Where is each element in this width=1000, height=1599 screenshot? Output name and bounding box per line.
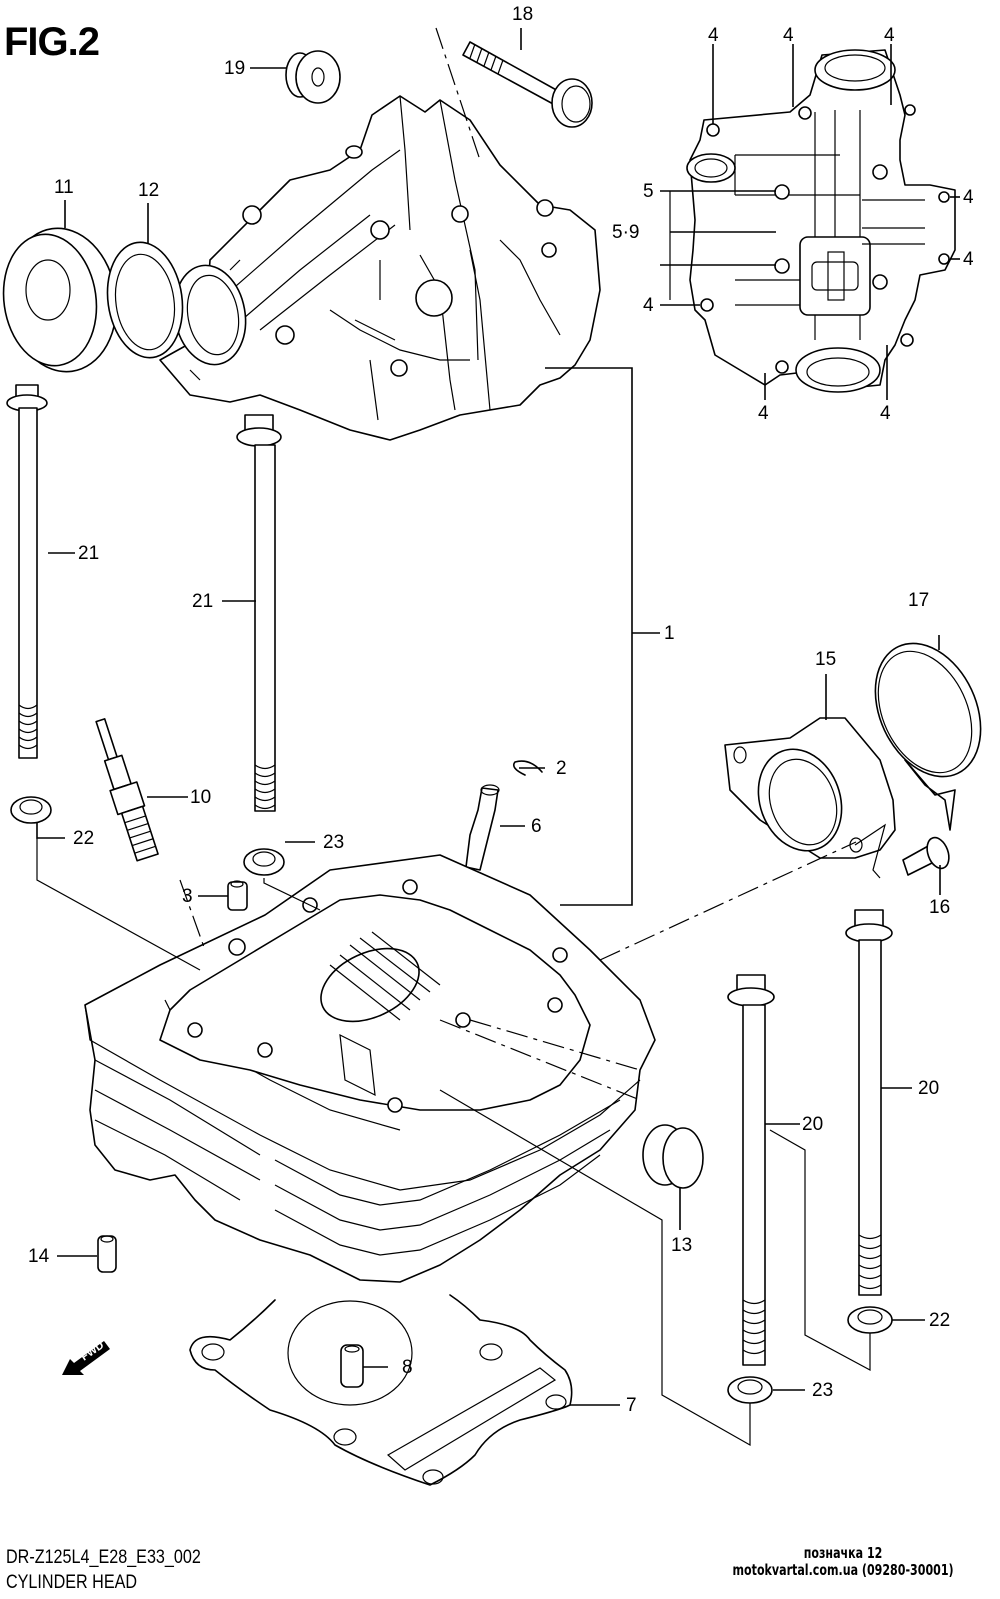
part-16-screw[interactable]: [902, 835, 953, 876]
part-21-bolt-center[interactable]: [236, 414, 282, 812]
callout-20-right[interactable]: 20: [918, 1078, 940, 1099]
callout-22-right[interactable]: 22: [929, 1310, 951, 1331]
callout-23-center[interactable]: 23: [323, 832, 345, 853]
callout-4-top-right[interactable]: 4: [884, 25, 895, 46]
forward-direction-arrow-icon: FWD: [62, 1339, 110, 1375]
callout-15[interactable]: 15: [815, 649, 837, 670]
part-20-bolt-center[interactable]: [727, 974, 775, 1366]
callout-11[interactable]: 11: [54, 177, 74, 198]
callout-5-9[interactable]: 5·9: [612, 222, 640, 243]
part-10-spark-plug[interactable]: [89, 715, 160, 862]
callout-14[interactable]: 14: [28, 1246, 50, 1267]
callout-1[interactable]: 1: [664, 623, 675, 644]
cylinder-head[interactable]: [84, 854, 656, 1283]
watermark-line-2: motokvartal.com.ua (09280-30001): [732, 1561, 954, 1579]
callout-13[interactable]: 13: [671, 1235, 693, 1256]
callout-21-center[interactable]: 21: [192, 591, 214, 612]
part-8-dowel[interactable]: [340, 1344, 364, 1388]
callout-20-center[interactable]: 20: [802, 1114, 824, 1135]
callout-4-right-upper[interactable]: 4: [963, 187, 974, 208]
part-6-valve-guide[interactable]: [465, 784, 500, 871]
callout-12[interactable]: 12: [138, 180, 160, 201]
callout-10[interactable]: 10: [190, 787, 212, 808]
part-22-washer-right[interactable]: [847, 1306, 893, 1334]
callout-3[interactable]: 3: [182, 886, 193, 907]
part-3-dowel[interactable]: [227, 880, 248, 911]
part-12-o-ring[interactable]: [100, 237, 189, 362]
part-22-washer-left[interactable]: [10, 796, 52, 824]
leader-lines: [36, 27, 960, 1447]
part-19-nut[interactable]: [285, 50, 341, 104]
callout-4-left[interactable]: 4: [643, 295, 654, 316]
part-14-dowel[interactable]: [97, 1235, 117, 1273]
figure-caption: DR-Z125L4_E28_E33_002 CYLINDER HEAD: [6, 1545, 201, 1595]
callout-8[interactable]: 8: [402, 1357, 413, 1378]
section-name: CYLINDER HEAD: [6, 1572, 138, 1593]
part-20-bolt-right[interactable]: [845, 909, 893, 1296]
callout-5[interactable]: 5: [643, 181, 654, 202]
callout-23-right[interactable]: 23: [812, 1380, 834, 1401]
callout-4-top-center[interactable]: 4: [783, 25, 794, 46]
watermark: позначка 12 motokvartal.com.ua (09280-30…: [733, 1545, 954, 1579]
callout-7[interactable]: 7: [626, 1395, 637, 1416]
callout-21-left[interactable]: 21: [78, 543, 100, 564]
part-7-gasket[interactable]: [189, 1294, 573, 1486]
callout-17[interactable]: 17: [908, 590, 930, 611]
callout-16[interactable]: 16: [929, 897, 951, 918]
part-18-bolt[interactable]: [462, 41, 593, 128]
figure-title: FIG.2: [4, 20, 100, 64]
callout-19[interactable]: 19: [224, 58, 246, 79]
cylinder-head-cover[interactable]: [159, 95, 601, 441]
callout-6[interactable]: 6: [531, 816, 542, 837]
callout-4-top-left[interactable]: 4: [708, 25, 719, 46]
watermark-line-1: позначка 12: [804, 1544, 883, 1562]
callout-4-bottom-left[interactable]: 4: [758, 403, 769, 424]
callout-2[interactable]: 2: [556, 758, 567, 779]
part-13-plug[interactable]: [642, 1124, 704, 1189]
cam-cover-top-view[interactable]: [686, 49, 956, 393]
model-code: DR-Z125L4_E28_E33_002: [6, 1547, 201, 1568]
callout-22-left[interactable]: 22: [73, 828, 95, 849]
part-17-clamp[interactable]: [855, 626, 1000, 831]
part-23-washer-right[interactable]: [727, 1376, 773, 1404]
part-11-cap[interactable]: [0, 221, 125, 379]
part-21-bolt-left[interactable]: [6, 384, 48, 759]
callout-18[interactable]: 18: [512, 4, 534, 25]
part-15-intake-pipe[interactable]: [724, 717, 896, 863]
part-23-washer-center[interactable]: [243, 848, 285, 876]
callout-4-bottom-right[interactable]: 4: [880, 403, 891, 424]
callout-4-right-lower[interactable]: 4: [963, 249, 974, 270]
